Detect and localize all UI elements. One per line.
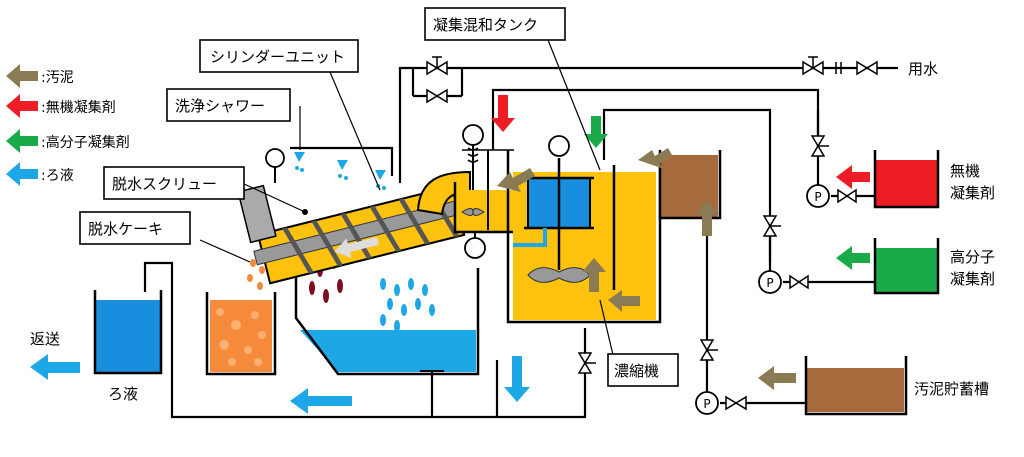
callout-mixing-tank: 凝集混和タンク [433,16,538,34]
label-inorganic-tank: 無機凝集剤 [950,162,995,202]
thickener [506,135,662,324]
sludge-storage-tank [804,356,908,416]
label-filtrate-tank: ろ液 [108,385,138,403]
valve [856,60,878,76]
legend-sludge: :汚泥 [41,70,74,86]
filtrate-water [95,300,161,372]
svg-text:P: P [814,190,821,204]
callouts: シリンダーユニット 洗浄シャワー 脱水スクリュー 脱水ケーキ 凝集混和タンク 濃… [79,7,679,387]
cake-bin [205,259,277,376]
label-sludge-storage: 汚泥貯蓄槽 [914,380,989,398]
polymer-flow-arrow [584,116,608,148]
sludge-feed-arrow [758,366,796,390]
label-polymer-tank: 高分子凝集剤 [950,248,995,288]
cylinder-unit [237,148,468,285]
inorganic-legend-arrow [6,94,38,118]
callout-cylinder-unit: シリンダーユニット [210,48,345,66]
sludge-flow-arrow [608,290,640,312]
sludge-flow-arrow [695,200,719,236]
pumps: P P P [695,184,830,415]
label-return: 返送 [30,330,60,348]
sludge-flow-arrow [582,258,606,292]
polymer-feed-arrow [836,246,870,270]
label-service-water: 用水 [908,60,938,78]
filtrate-legend-arrow [6,162,38,186]
polymer-coagulant-tank [873,238,940,295]
inlet-elbow [416,170,471,216]
valve [725,395,747,411]
legend-polymer: :高分子凝集剤 [41,134,130,151]
pump-sludge [695,391,719,415]
return-arrow [30,354,80,380]
valve [837,188,857,204]
valve [426,88,448,104]
filtrate-return-arrow [290,388,352,414]
filtrate-tank [93,290,163,375]
legend-inorganic: :無機凝集剤 [41,99,116,116]
filtrate-pan-water [300,330,476,372]
inorganic-feed-arrow [836,165,870,189]
svg-text:P: P [703,397,710,411]
legend-filtrate: :ろ液 [41,168,74,184]
callout-dewater-screw: 脱水スクリュー [112,175,217,193]
filtrate-down-arrow [504,356,530,402]
callout-thickener: 濃縮機 [614,362,659,380]
inorganic-coagulant-tank [873,150,940,209]
sludge-flow-arrow [497,168,535,192]
sludge-flow-arrow [638,148,672,169]
valves [426,60,878,411]
pump-inorganic [806,184,830,208]
sludge-legend-arrow [6,64,38,88]
callout-wash-shower: 洗浄シャワー [175,97,265,115]
pump-polymer [758,270,782,294]
legend: :汚泥 :無機凝集剤 :高分子凝集剤 :ろ液 [6,64,130,186]
polymer-legend-arrow [6,129,38,153]
valve [789,274,809,290]
callout-dewater-cake: 脱水ケーキ [88,220,163,238]
inorganic-flow-arrow [491,95,515,132]
mixing-tank [453,124,514,259]
wash-shower-nozzles [290,146,394,190]
svg-text:P: P [766,276,773,290]
